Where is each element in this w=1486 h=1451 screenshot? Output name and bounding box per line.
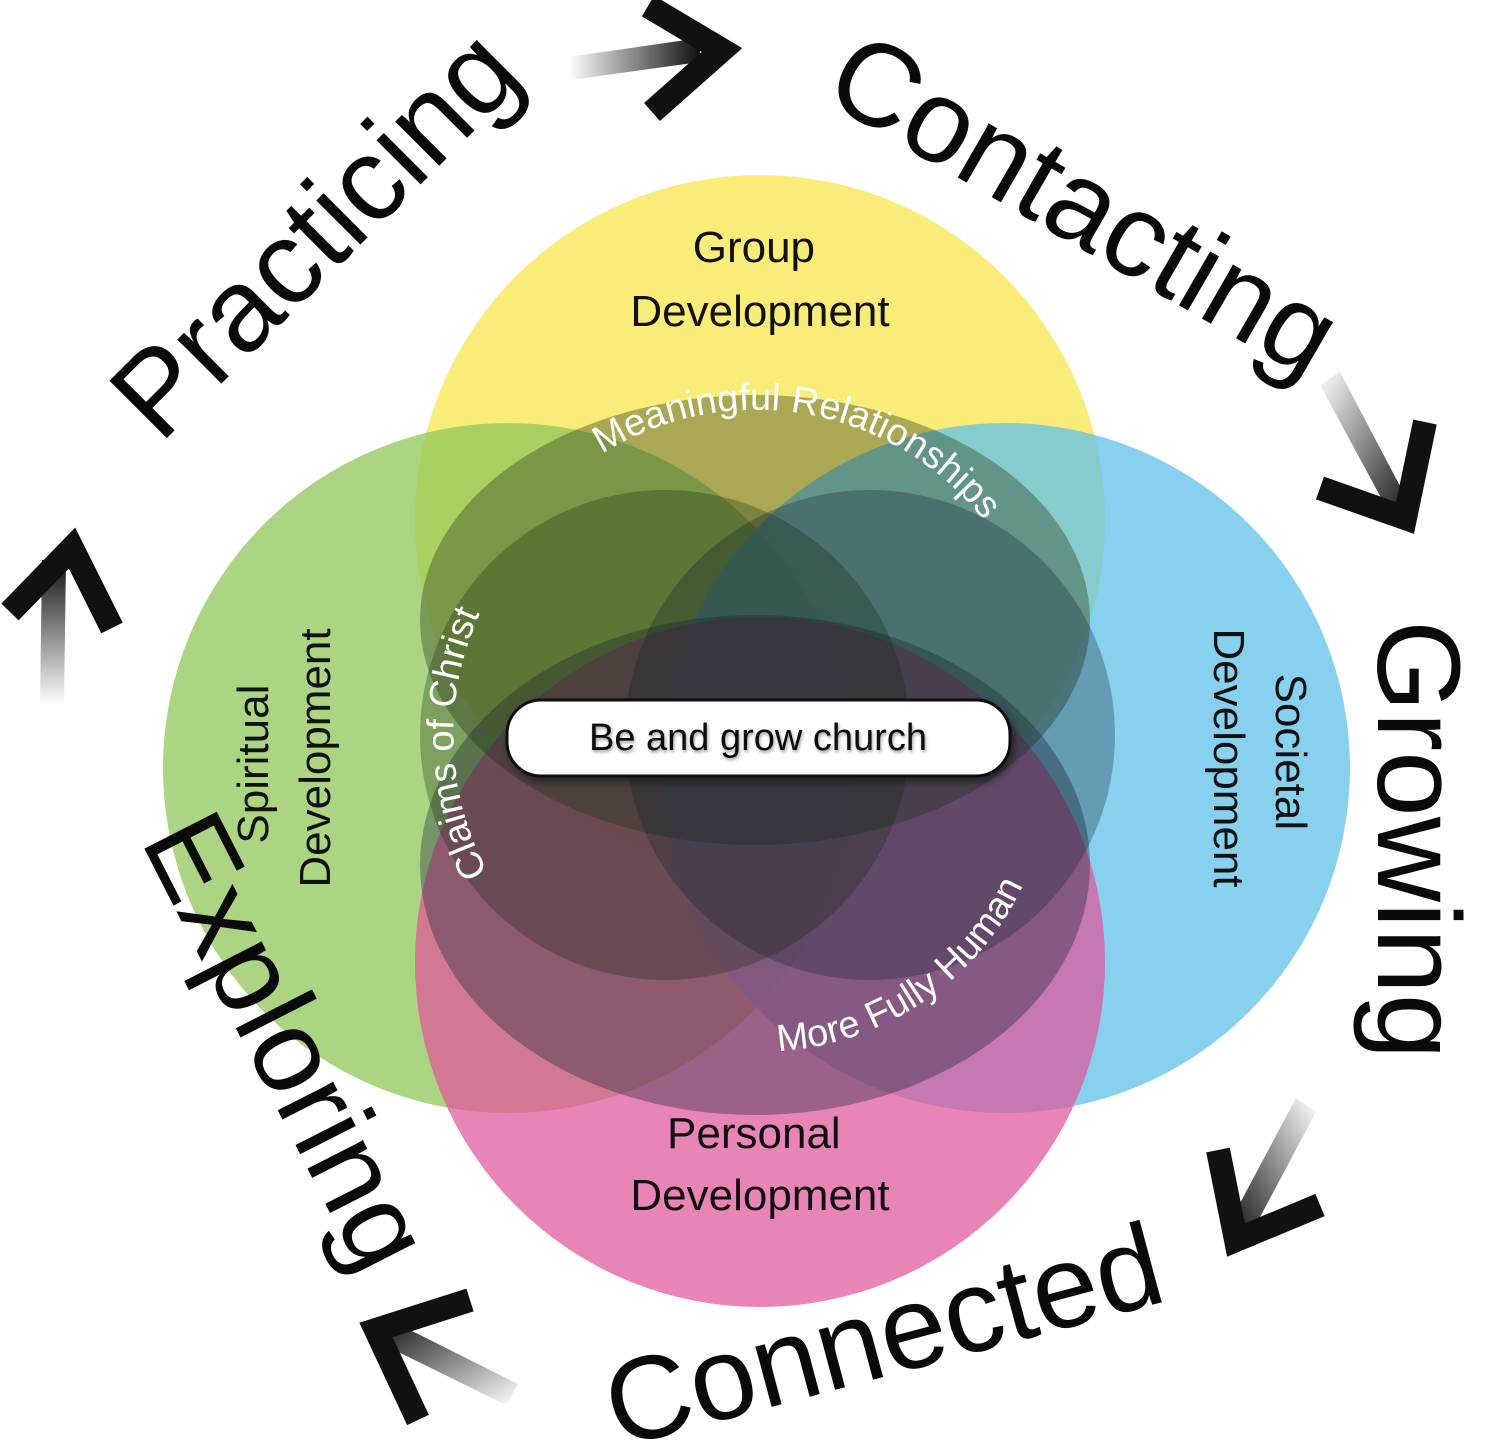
spiritual-development-label: Spiritual Development: [229, 628, 340, 887]
svg-text:Spiritual Development: Spiritual Development: [229, 628, 340, 887]
growing-word: Growing: [1352, 620, 1484, 1059]
arrow-down-left-icon: [1206, 1098, 1325, 1257]
svg-text:Growing: Growing: [1352, 620, 1484, 1059]
center-pill: Be and grow church: [505, 698, 1012, 778]
svg-text:Societal Development: Societal Development: [1204, 628, 1315, 887]
arrow-up-icon: [1, 527, 123, 705]
societal-development-label: Societal Development: [1204, 628, 1315, 887]
group-development-label: Group Development: [630, 223, 889, 336]
arrow-down-icon: [1316, 372, 1437, 534]
personal-circle: [415, 617, 1105, 1307]
arrow-right-icon: [568, 0, 743, 121]
center-label: Be and grow church: [589, 717, 927, 759]
personal-development-label: Personal Development: [630, 1109, 889, 1220]
arrow-up-left-icon: [359, 1288, 518, 1426]
